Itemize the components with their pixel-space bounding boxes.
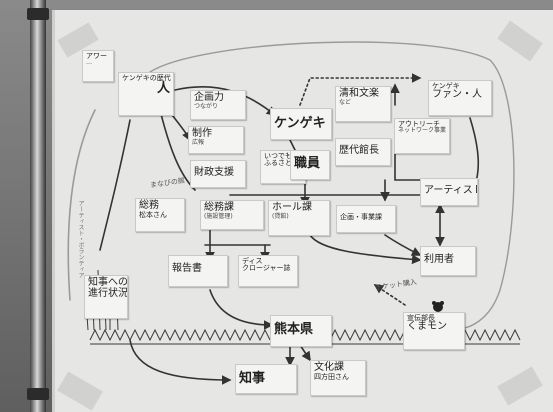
note-kengeki-fans: ケンゲキファン・人: [428, 80, 492, 116]
note-staff: 職員: [290, 150, 330, 180]
note-governor-progress: 知事への進行状況: [84, 275, 128, 319]
note-person-top: ケンゲキの歴代人: [118, 72, 174, 116]
note-planning-business: 企画・事業課: [336, 205, 396, 233]
note-planning-ability: 企画力つながり: [190, 90, 246, 120]
rail-cap-bottom: [27, 388, 49, 400]
note-public-cooperation: 清和文楽など: [335, 86, 391, 122]
note-disclosure: ディスクロージャー誌: [238, 255, 298, 287]
note-users: 利用者: [420, 246, 476, 276]
note-general-affairs-section: 総務課(施設管理): [200, 200, 264, 230]
bear-icon: [432, 301, 444, 312]
note-production: 制作広報: [188, 126, 244, 154]
note-culture-section: 文化課四方田さん: [310, 360, 366, 396]
note-governor: 知事: [235, 364, 297, 394]
note-general-affairs-person: 総務松本さん: [135, 198, 185, 232]
note-report: 報告書: [168, 255, 228, 287]
note-history-director: 歴代館長: [335, 138, 391, 166]
note-kumamoto-pref: 熊本県: [270, 315, 332, 347]
note-kengeki: ケンゲキ: [270, 108, 332, 140]
board-rail: [30, 0, 46, 412]
note-outreach: アウトリーチネットワーク事業: [394, 118, 450, 154]
note-financial-support: 財政支援: [190, 160, 246, 188]
note-pr-chief: 宣伝部長くまモン: [403, 312, 465, 350]
note-top-left-small: アワー…: [82, 50, 114, 82]
note-artist: アーティスト: [420, 178, 478, 206]
note-hall-section: ホール課(貸館): [268, 200, 330, 236]
left-vertical-handwriting: アーティスト・ボランティア: [77, 200, 84, 278]
rail-cap-top: [27, 8, 49, 20]
